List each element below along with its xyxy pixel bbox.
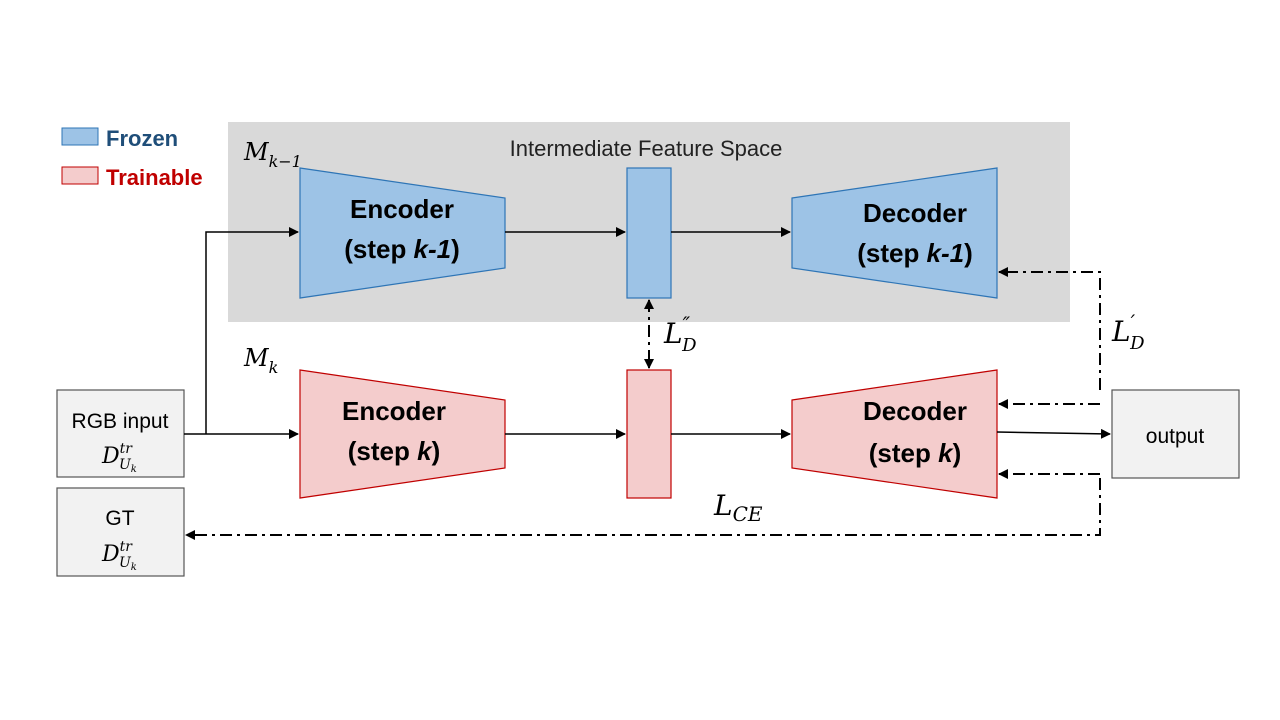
feature-bar-curr	[626, 369, 672, 499]
decoder-curr-title: Decoder	[863, 396, 967, 426]
rgb-input-box	[56, 389, 185, 478]
rgb-input-label: RGB input	[72, 410, 169, 433]
output-box	[1111, 389, 1240, 479]
decoder-curr	[791, 369, 998, 499]
encoder-curr	[299, 369, 506, 499]
encoder-prev-title: Encoder	[350, 194, 454, 224]
decoder-prev-step: (step k-1)	[857, 238, 973, 268]
decoder-prev-title: Decoder	[863, 198, 967, 228]
legend-frozen-label: Frozen	[106, 126, 178, 151]
loss-output-distill-label: L′D	[1111, 310, 1145, 354]
encoder-prev	[299, 167, 506, 299]
gt-label: GT	[105, 507, 134, 530]
model-curr-label: Mk	[243, 344, 278, 377]
loss-ce-label: LCE	[713, 489, 763, 526]
encoder-prev-step: (step k-1)	[344, 234, 460, 264]
encoder-curr-step: (step k)	[348, 436, 440, 466]
loss-feature-distill-label: L″D	[663, 312, 697, 356]
legend-trainable-swatch	[61, 166, 99, 185]
region-label: Intermediate Feature Space	[510, 136, 783, 161]
legend-trainable-label: Trainable	[106, 165, 203, 190]
gt-box	[56, 487, 185, 577]
feature-bar-prev	[626, 167, 672, 299]
decoder-prev	[791, 167, 998, 299]
forward-arrows	[184, 227, 1111, 439]
model-prev-label: Mk−1	[243, 138, 302, 171]
encoder-curr-title: Encoder	[342, 396, 446, 426]
decoder-curr-step: (step k)	[869, 438, 961, 468]
legend-frozen-swatch	[61, 127, 99, 146]
output-label: output	[1146, 425, 1205, 448]
loss-arrows	[185, 267, 1101, 540]
